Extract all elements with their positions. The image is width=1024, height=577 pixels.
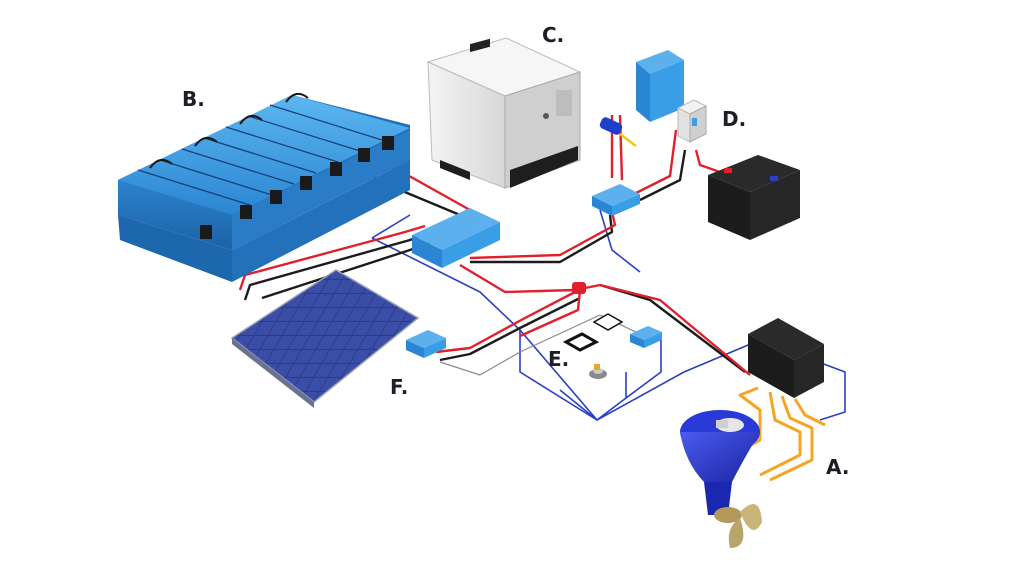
label-f: F. bbox=[390, 375, 408, 399]
inverter-charger bbox=[412, 208, 500, 268]
label-b: B. bbox=[182, 87, 205, 111]
battery-terminals bbox=[200, 136, 394, 239]
main-fuse bbox=[572, 282, 586, 294]
battery-bank bbox=[118, 92, 410, 282]
throttle-lever bbox=[589, 364, 607, 379]
house-battery-12v bbox=[708, 155, 800, 240]
battery-monitor bbox=[630, 326, 662, 348]
control-display bbox=[562, 332, 600, 352]
label-a: A. bbox=[826, 455, 849, 479]
motor-controller bbox=[748, 318, 824, 398]
generator bbox=[426, 37, 582, 189]
battery-bus-links bbox=[149, 92, 309, 169]
label-d: D. bbox=[722, 107, 746, 131]
dc-junction-box bbox=[592, 184, 640, 216]
propeller bbox=[714, 504, 762, 548]
battery-cell-dividers bbox=[137, 104, 383, 206]
dc-dc-converter bbox=[676, 99, 708, 143]
shore-plug bbox=[599, 117, 637, 147]
blue-signal-wires bbox=[371, 209, 846, 421]
electric-pod-motor bbox=[680, 410, 762, 548]
control-panel-frame bbox=[592, 313, 624, 331]
label-c: C. bbox=[542, 23, 564, 47]
solar-panel bbox=[230, 269, 420, 408]
shore-charger bbox=[636, 50, 684, 122]
label-e: E. bbox=[548, 347, 569, 371]
solar-charge-controller bbox=[406, 330, 446, 358]
